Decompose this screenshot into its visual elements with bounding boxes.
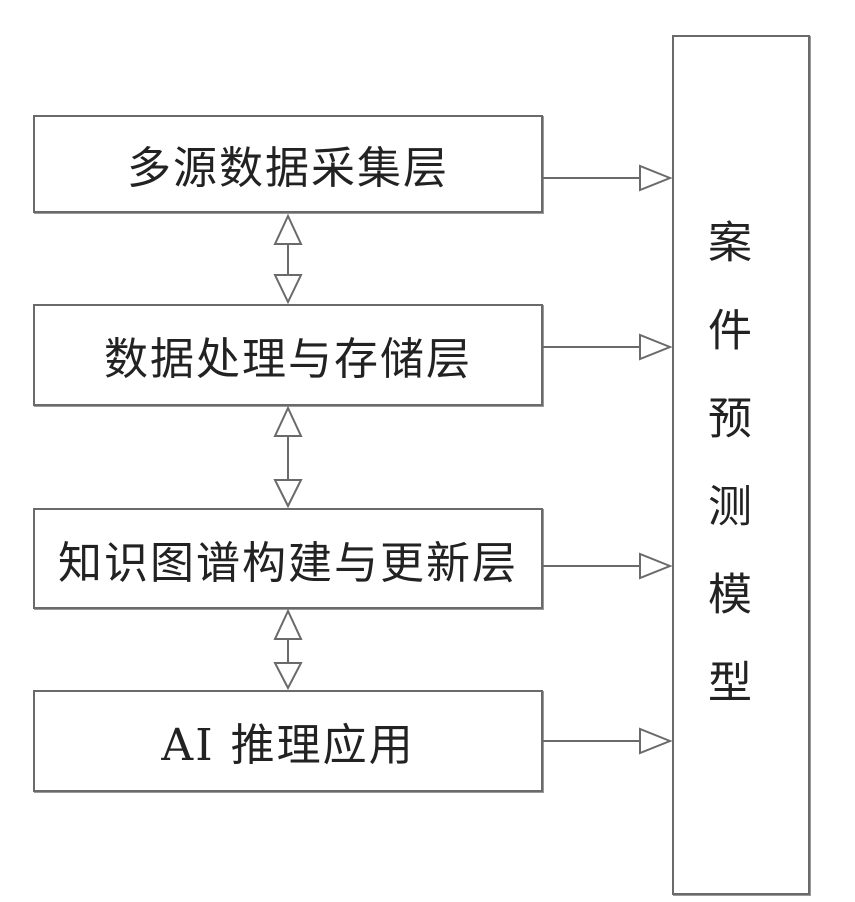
bidirectional-arrow-3: [275, 611, 301, 688]
bidirectional-arrow-2: [275, 408, 301, 506]
arrow-to-model-4: [543, 729, 670, 753]
arrow-to-model-1: [543, 166, 670, 190]
bidirectional-arrow-1: [275, 216, 301, 302]
arrow-to-model-2: [543, 335, 670, 359]
arrow-to-model-3: [543, 554, 670, 578]
